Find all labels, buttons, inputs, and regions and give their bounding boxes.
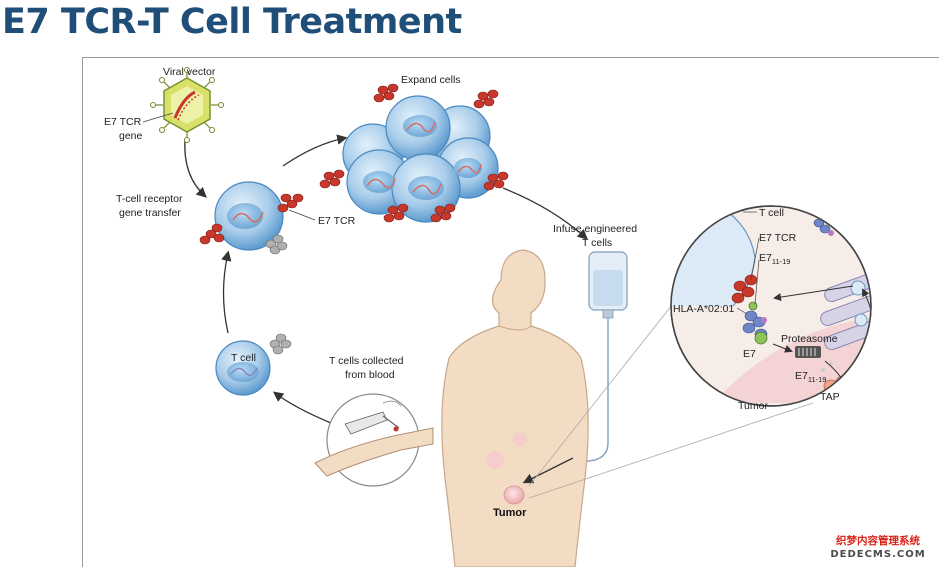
inset-tap-label: TAP [820,391,840,403]
arrow-vector-to-transfer [184,139,207,198]
expand-cells-label: Expand cells [401,74,461,86]
inset-tcell-label: T cell [759,207,784,219]
tcell-receptor-label-line1: T-cell receptor [116,193,183,205]
inset-e7-label: E7 [743,348,756,360]
viral-vector-icon [150,67,224,143]
inset-tumor-label: Tumor [738,400,768,412]
watermark-line2: DEDECMS.COM [830,549,926,560]
e7-tcr-label: E7 TCR [318,215,356,227]
watermark: 织梦内容管理系统 DEDECMS.COM [823,535,933,561]
tumor-label: Tumor [493,507,527,519]
inset-hla-label: HLA-A*02:01 [673,303,734,315]
inset-e7-fragment-main: E7 [795,370,808,382]
zoom-line-top [528,285,688,487]
collected-label-line2: from blood [345,369,395,381]
slide-title: E7 TCR-T Cell Treatment [2,2,462,42]
inset-e7-tcr-label: E7 TCR [759,232,797,244]
transduced-tcell [199,181,304,255]
arrow-transfer-to-expand [282,134,348,167]
inset-e7-peptide-main: E7 [759,252,772,264]
inset-e7-fragment-sub: 11-19 [808,375,827,384]
infuse-label-line1: Infuse engineered [553,223,637,235]
viral-vector-label: Viral vector [163,66,216,78]
expanded-cells-cluster [319,83,509,223]
collected-label-line1: T cells collected [329,355,404,367]
watermark-line1: 织梦内容管理系统 [836,535,920,547]
inset-e7-peptide-label: E711-19 [759,252,790,266]
zoom-line-bottom [528,402,814,499]
inset-e7-peptide-sub: 11-19 [772,257,791,266]
iv-bag-icon [542,251,628,469]
tumor-cell-inset [670,205,872,407]
tcr-t-workflow-diagram: Viral vector E7 TCR gene T-cell receptor… [104,66,872,567]
e7-tcr-gene-label-line1: E7 TCR [104,116,142,128]
arrow-infusion-to-tumor [522,457,574,484]
arrow-expand-to-infuse [502,187,588,240]
tcell-label: T cell [231,352,256,364]
inset-proteasome-label: Proteasome [781,333,838,345]
arrow-blood-to-tcell [272,391,332,424]
diagram-frame: Viral vector E7 TCR gene T-cell receptor… [82,57,939,567]
tcell-receptor-label-line2: gene transfer [119,207,181,219]
e7-tcr-gene-label-line2: gene [119,130,143,142]
inset-e7-fragment-label: E711-19 [795,370,826,384]
blood-draw-icon [314,393,434,487]
infuse-label-line2: T cells [582,237,612,249]
arrow-tcell-to-transfer [221,250,232,334]
patient-body [441,249,589,567]
collected-tcell [215,333,292,396]
